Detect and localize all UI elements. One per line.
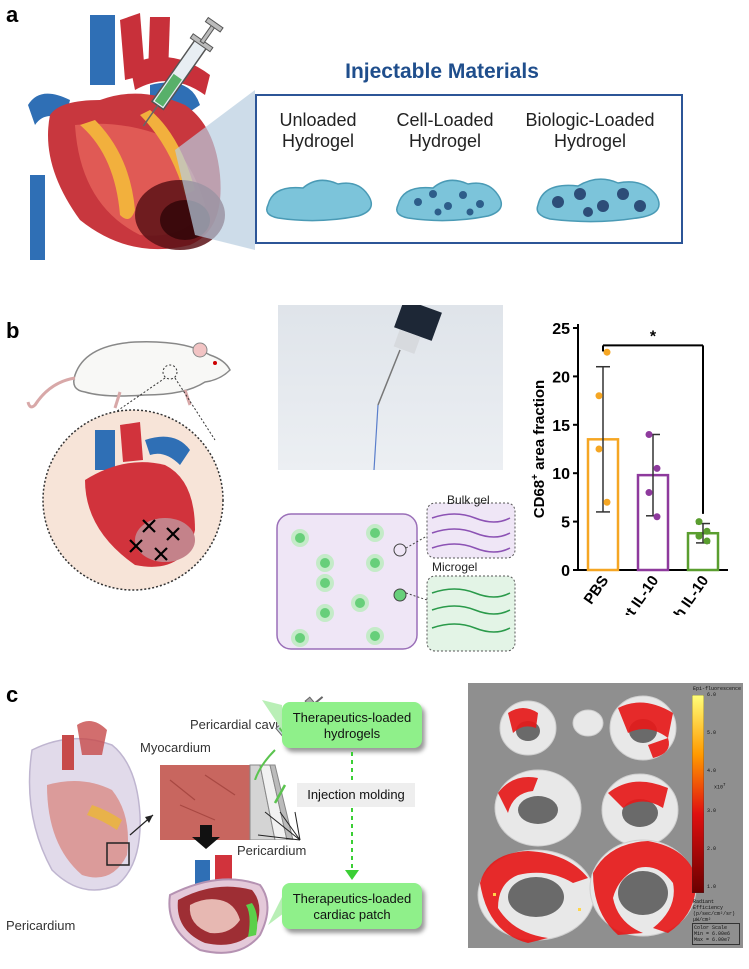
data-point-0-2 — [595, 445, 603, 453]
y-tick-label: 10 — [552, 466, 570, 483]
syringe-photo — [278, 299, 503, 471]
scale-line3: Max = 6.00e7 — [694, 937, 731, 943]
heart-cross-section — [168, 825, 269, 954]
fluor-title: Epi-fluorescence — [693, 686, 742, 692]
injectable-materials-title: Injectable Materials — [345, 60, 539, 83]
bulk-gel-label: Bulk gel — [447, 493, 490, 507]
data-point-0-1 — [603, 348, 611, 356]
fluor-tick-3: 3.0 — [707, 808, 717, 814]
y-tick-label: 15 — [552, 418, 570, 435]
significance-star: * — [650, 328, 657, 345]
hydrogel-blobs — [266, 178, 660, 223]
data-point-2-2 — [695, 532, 703, 540]
y-tick-label: 0 — [561, 563, 570, 580]
pericardium-label-right: Pericardium — [237, 843, 307, 858]
panel-letter-c: c — [6, 682, 19, 707]
fluor-exp-power: 7 — [723, 784, 726, 788]
y-tick-label: 20 — [552, 369, 570, 386]
data-point-2-0 — [695, 518, 703, 526]
unloaded-line1: Unloaded — [279, 110, 357, 130]
biologic-line1: Biologic-Loaded — [525, 110, 655, 130]
data-point-1-2 — [645, 489, 653, 497]
biologic-line2: Hydrogel — [553, 131, 627, 151]
data-point-2-3 — [703, 537, 711, 545]
rat-heart-illustration — [26, 341, 231, 591]
x-category-label-2: With IL-10 — [657, 573, 712, 615]
y-tick-label: 25 — [552, 321, 570, 338]
hydrogel-box — [255, 94, 683, 244]
hydrogels-line2: hydrogels — [323, 726, 381, 741]
myocardium-label: Myocardium — [140, 740, 211, 755]
myocardium-block — [129, 764, 294, 840]
dashed-arrow — [345, 752, 359, 880]
fluor-tick-4: 4.0 — [707, 768, 717, 774]
zoom-wedge — [175, 90, 255, 250]
fluor-tick-5: 5.0 — [707, 730, 717, 736]
y-tick-label: 5 — [561, 515, 570, 532]
color-scale-label: Color Scale Min = 6.00e6 Max = 6.00e7 — [692, 923, 740, 945]
pericardial-cavity-label: Pericardial cavity — [190, 717, 289, 732]
pericardium-pointers — [257, 811, 301, 841]
heart-illustration-a — [28, 13, 225, 260]
gel-schematic — [276, 502, 516, 652]
unloaded-line2: Hydrogel — [281, 131, 355, 151]
cell-line1: Cell-Loaded — [396, 110, 494, 130]
scale-line1: Color Scale — [694, 925, 728, 931]
fluor-tick-1: 1.0 — [707, 884, 717, 890]
panel-letter-b: b — [6, 318, 20, 343]
hydrogel-label-cell: Cell-Loaded Hydrogel — [385, 110, 505, 152]
fluor-ticks: 6.0 5.0 4.0 3.0 2.0 1.0 x107 — [707, 692, 737, 892]
hydrogels-line1: Therapeutics-loaded — [292, 710, 412, 725]
radiant-line1: Radiant Efficiency — [693, 899, 724, 911]
needle-icon — [373, 299, 442, 471]
hydrogel-label-unloaded: Unloaded Hydrogel — [258, 110, 378, 152]
color-scale-bar — [692, 695, 704, 893]
pericardium-heart — [28, 721, 141, 891]
radiant-line2: (p/sec/cm²/sr) — [693, 911, 736, 917]
radiant-efficiency-label: Radiant Efficiency (p/sec/cm²/sr) µW/cm² — [693, 899, 745, 923]
y-axis-label: CD68+ area fraction — [530, 380, 548, 518]
data-point-0-3 — [603, 498, 611, 506]
fluor-tick-2: 2.0 — [707, 846, 717, 852]
data-point-1-3 — [653, 513, 661, 521]
radiant-line3: µW/cm² — [693, 917, 712, 923]
patch-line1: Therapeutics-loaded — [292, 891, 412, 906]
patch-line2: cardiac patch — [313, 907, 391, 922]
therapeutics-patch-box: Therapeutics-loaded cardiac patch — [282, 883, 422, 929]
cell-line2: Hydrogel — [408, 131, 482, 151]
data-point-2-1 — [703, 527, 711, 535]
hydrogels-callout — [262, 700, 282, 730]
fluor-exp-base: x10 — [714, 784, 724, 791]
fluor-exponent: x107 — [714, 784, 726, 791]
data-point-1-1 — [653, 464, 661, 472]
panel-letter-a: a — [6, 2, 19, 27]
therapeutics-hydrogels-box: Therapeutics-loaded hydrogels — [282, 702, 422, 748]
data-point-0-0 — [595, 392, 603, 400]
pericardium-label-left: Pericardium — [6, 918, 76, 933]
scale-line2: Min = 6.00e6 — [694, 931, 731, 937]
fluor-tick-6: 6.0 — [707, 692, 717, 698]
x-category-label-0: PBS — [581, 573, 613, 608]
data-point-1-0 — [645, 430, 653, 438]
microgel-label: Microgel — [432, 560, 478, 574]
injection-molding-label: Injection molding — [297, 783, 415, 807]
hydrogel-label-biologic: Biologic-Loaded Hydrogel — [510, 110, 670, 152]
